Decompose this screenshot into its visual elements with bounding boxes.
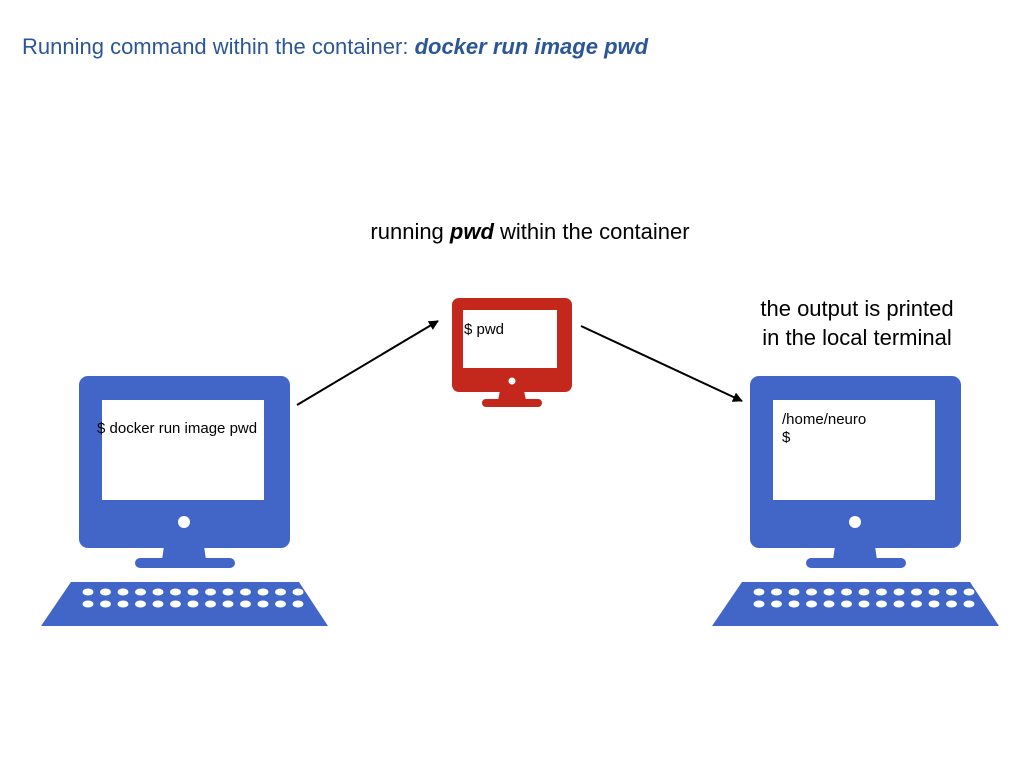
local-screen-text: $ docker run image pwd: [97, 420, 258, 437]
keyboard-key: [788, 600, 800, 608]
output-monitor-stand: [806, 558, 906, 568]
local-screen: [102, 400, 264, 500]
keyboard-key: [876, 588, 887, 596]
keyboard-key: [82, 600, 94, 608]
output-computer-icon: [712, 376, 999, 626]
container-label-command: pwd: [449, 219, 494, 244]
local-computer-icon: [41, 376, 328, 626]
output-keyboard-keys: [753, 588, 975, 608]
output-monitor-neck: [833, 546, 877, 560]
keyboard-key: [893, 588, 905, 596]
keyboard-key: [946, 588, 957, 596]
keyboard-key: [753, 588, 765, 596]
output-label: the output is printed in the local termi…: [712, 294, 1002, 352]
output-screen-line1: /home/neuro: [782, 411, 867, 428]
keyboard-key: [152, 600, 164, 608]
keyboard-key: [257, 600, 269, 608]
container-power-led: [508, 377, 516, 385]
slide-title: Running command within the container: do…: [22, 34, 648, 60]
keyboard-key: [876, 600, 887, 608]
keyboard-key: [170, 600, 181, 608]
keyboard-key: [771, 600, 782, 608]
keyboard-key: [135, 588, 146, 596]
container-screen: [463, 310, 557, 368]
local-keyboard-body: [41, 582, 328, 626]
container-monitor-neck: [498, 391, 526, 400]
keyboard-key: [117, 588, 129, 596]
output-power-led: [849, 516, 861, 528]
keyboard-key: [893, 600, 905, 608]
keyboard-key: [858, 600, 870, 608]
local-monitor-neck: [162, 546, 206, 560]
keyboard-key: [82, 588, 94, 596]
local-keyboard-keys: [82, 588, 304, 608]
keyboard-key: [187, 600, 199, 608]
title-command: docker run image pwd: [414, 34, 649, 59]
arrow-local-to-container: [296, 320, 439, 406]
output-screen-text: /home/neuro $: [782, 411, 866, 447]
keyboard-key: [788, 588, 800, 596]
keyboard-key: [240, 588, 251, 596]
keyboard-key: [100, 588, 111, 596]
keyboard-key: [858, 588, 870, 596]
keyboard-key: [841, 588, 852, 596]
keyboard-key: [841, 600, 852, 608]
keyboard-key: [222, 600, 234, 608]
keyboard-key: [100, 600, 111, 608]
keyboard-key: [135, 600, 146, 608]
container-screen-text: $ pwd: [464, 321, 505, 338]
keyboard-key: [946, 600, 957, 608]
keyboard-key: [187, 588, 199, 596]
container-label-after: within the container: [493, 219, 690, 244]
container-monitor-stand: [482, 399, 542, 407]
keyboard-key: [806, 588, 817, 596]
keyboard-key: [928, 600, 940, 608]
keyboard-key: [292, 588, 304, 596]
keyboard-key: [222, 588, 234, 596]
keyboard-key: [170, 588, 181, 596]
keyboard-key: [963, 600, 975, 608]
output-keyboard-body: [712, 582, 999, 626]
container-label: running pwd within the container: [322, 217, 738, 246]
keyboard-key: [257, 588, 269, 596]
output-screen-line2: $: [782, 429, 791, 446]
keyboard-key: [911, 600, 922, 608]
keyboard-key: [911, 588, 922, 596]
keyboard-key: [806, 600, 817, 608]
container-label-before: running: [370, 219, 450, 244]
keyboard-key: [823, 588, 835, 596]
keyboard-key: [928, 588, 940, 596]
keyboard-key: [152, 588, 164, 596]
keyboard-key: [753, 600, 765, 608]
keyboard-key: [117, 600, 129, 608]
title-prefix: Running command within the container:: [22, 34, 415, 59]
keyboard-key: [963, 588, 975, 596]
container-computer-icon: [452, 298, 572, 407]
output-screen: [773, 400, 935, 500]
arrow-container-to-output: [580, 325, 743, 402]
keyboard-key: [771, 588, 782, 596]
local-power-led: [178, 516, 190, 528]
output-label-line2: in the local terminal: [762, 325, 952, 350]
keyboard-key: [205, 588, 216, 596]
keyboard-key: [292, 600, 304, 608]
keyboard-key: [275, 600, 286, 608]
keyboard-key: [823, 600, 835, 608]
keyboard-key: [275, 588, 286, 596]
keyboard-key: [205, 600, 216, 608]
local-monitor-stand: [135, 558, 235, 568]
output-label-line1: the output is printed: [760, 296, 954, 321]
keyboard-key: [240, 600, 251, 608]
